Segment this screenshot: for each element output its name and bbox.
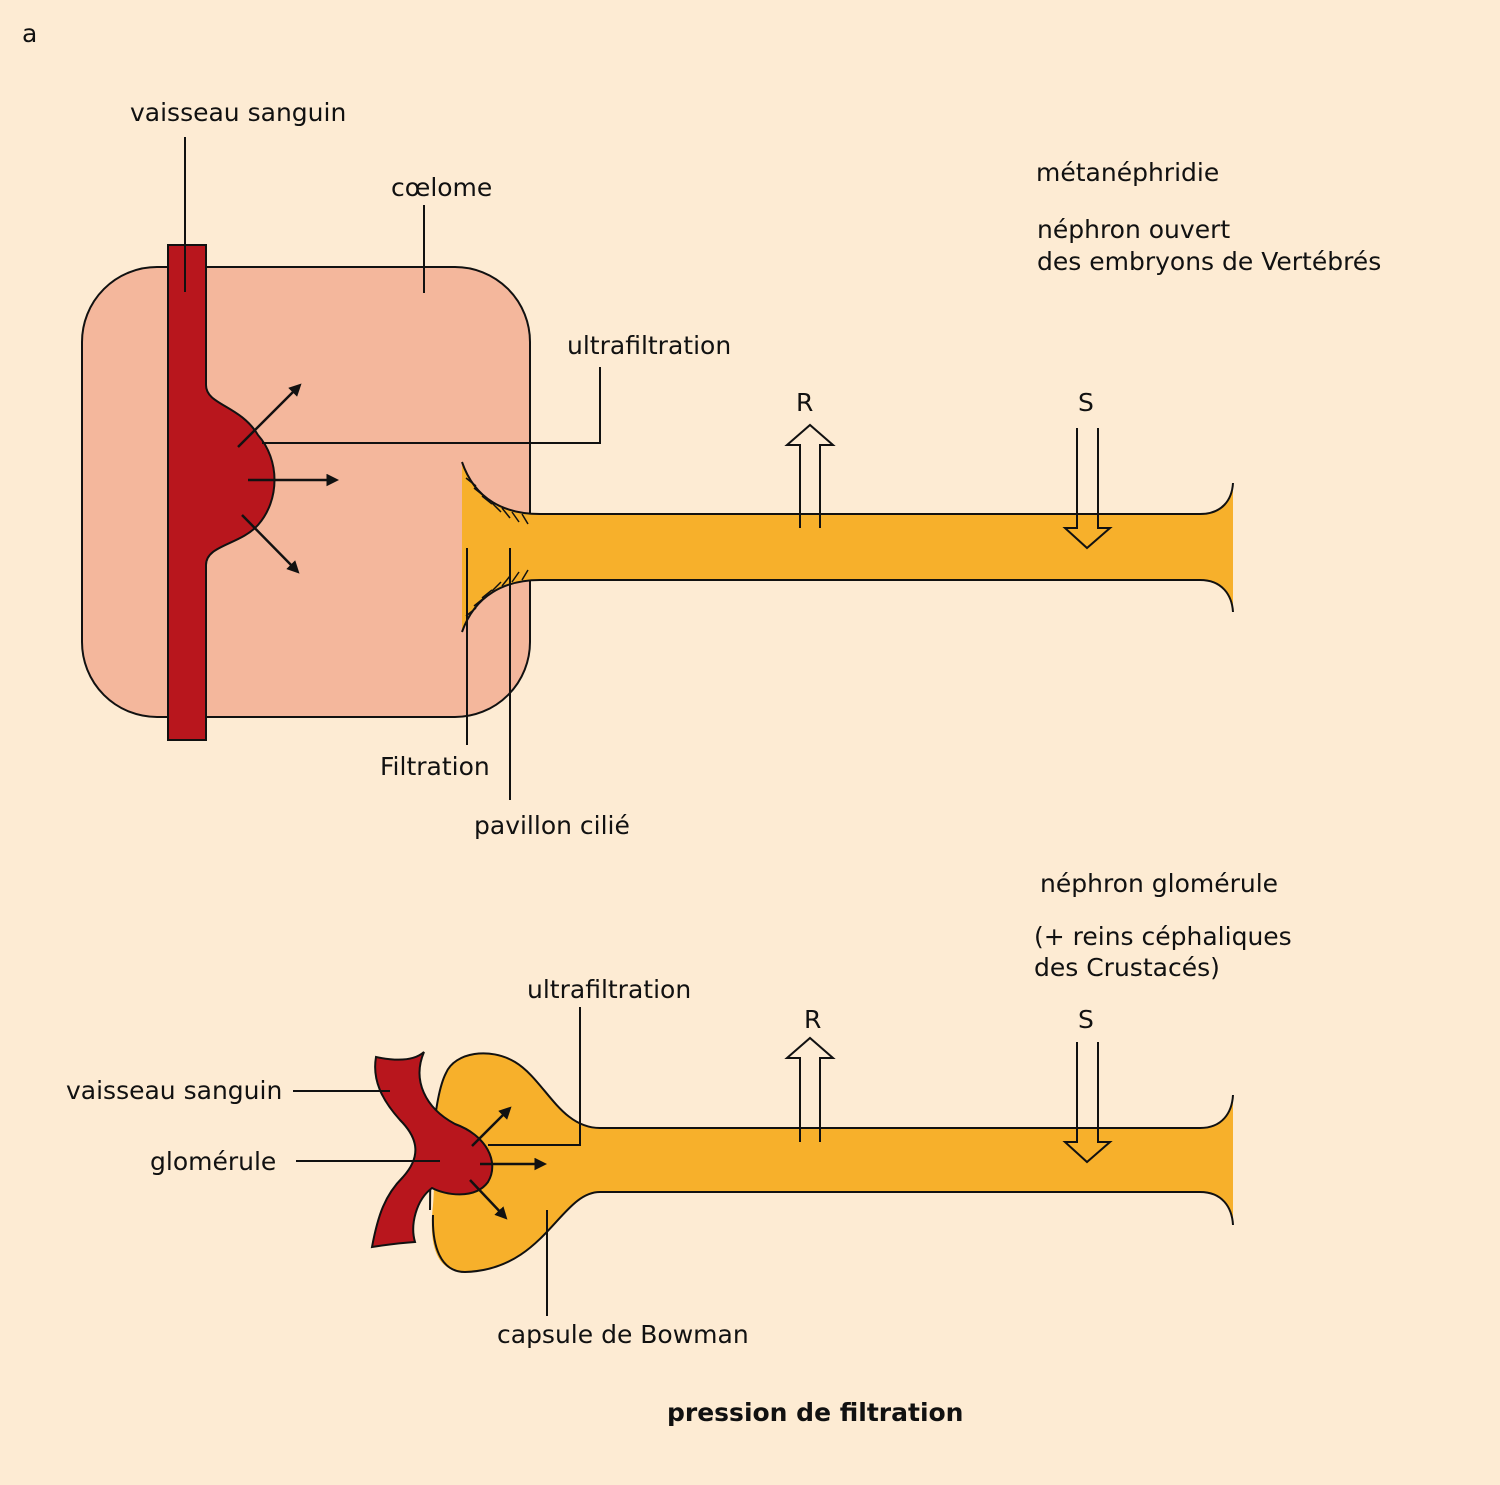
glomerulus-vessel	[370, 1051, 494, 1249]
label-metanephridie: métanéphridie	[1036, 158, 1220, 187]
label-r-top: R	[796, 388, 814, 417]
caption: pression de filtration	[667, 1398, 964, 1427]
label-crustaces: des Crustacés)	[1034, 953, 1220, 982]
leader-lines-bottom	[293, 1007, 581, 1316]
filtration-arrows-bottom	[469, 1106, 547, 1220]
secretion-arrow-top	[1062, 428, 1113, 550]
label-embryons: des embryons de Vertébrés	[1037, 247, 1382, 276]
label-coelome: cœlome	[391, 173, 493, 202]
label-capsule-bowman: capsule de Bowman	[497, 1320, 749, 1349]
panel-letter: a	[22, 19, 38, 48]
label-s-top: S	[1078, 388, 1094, 417]
label-filtration: Filtration	[380, 752, 490, 781]
cilia-top	[465, 477, 529, 617]
label-glomerule: glomérule	[150, 1147, 277, 1176]
label-ultrafiltration-top: ultrafiltration	[567, 331, 732, 360]
secretion-arrow-bottom	[1062, 1042, 1113, 1164]
label-nephron-glomerule: néphron glomérule	[1040, 869, 1279, 898]
label-pavillon: pavillon cilié	[474, 811, 630, 840]
leader-lines-top	[184, 137, 601, 800]
label-vessel-top: vaisseau sanguin	[130, 98, 347, 127]
filtration-arrows-top	[237, 383, 339, 574]
reabsorption-arrow-top	[784, 423, 836, 528]
label-vessel-bottom: vaisseau sanguin	[66, 1076, 283, 1105]
label-s-bottom: S	[1078, 1005, 1094, 1034]
label-r-bottom: R	[804, 1005, 822, 1034]
tubule-top	[462, 462, 1233, 632]
reabsorption-arrow-bottom	[784, 1036, 836, 1142]
label-nephron-ouvert: néphron ouvert	[1037, 215, 1231, 244]
label-reins-cephaliques: (+ reins céphaliques	[1034, 922, 1292, 951]
bowman-capsule-tubule	[431, 1053, 1233, 1272]
label-ultrafiltration-bottom: ultrafiltration	[527, 975, 692, 1004]
